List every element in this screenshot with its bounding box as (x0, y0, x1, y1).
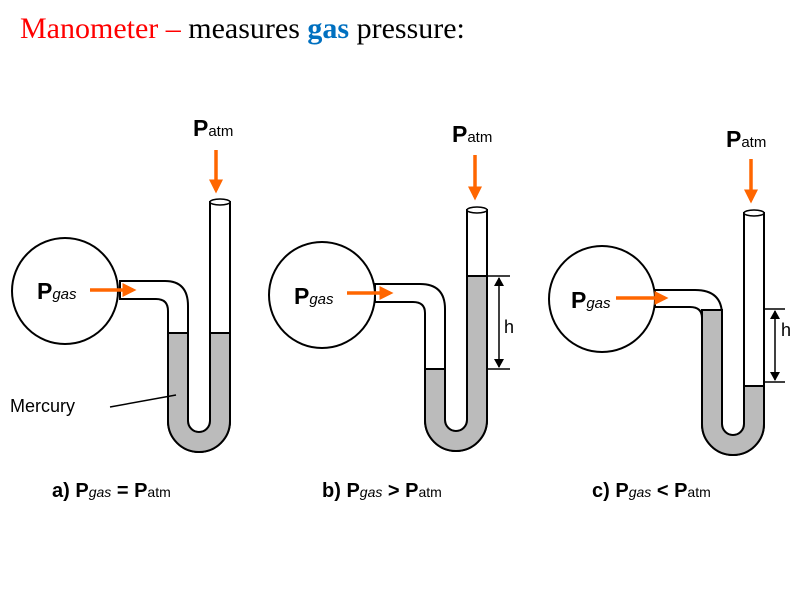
mercury-c (701, 309, 765, 456)
title-measures: measures (188, 12, 308, 45)
tube-c-opening (743, 209, 765, 217)
slide-title: Manometer – measures gas pressure: (20, 9, 465, 49)
height-label-c: h (781, 320, 791, 340)
patm-label-a: Patm (193, 115, 233, 141)
gas-bulb-b (268, 241, 376, 349)
title-pressure: pressure: (349, 12, 465, 45)
caption-a: a) Pgas = Patm (52, 480, 171, 502)
pgas-label-c: Pgas (571, 287, 611, 313)
panel-b: Patm Pgas h b) Pgas > Patm (268, 121, 514, 502)
tube-a-opening (209, 198, 231, 206)
title-gas: gas (307, 12, 350, 45)
pgas-label-b: Pgas (294, 283, 334, 309)
mercury-b (424, 275, 488, 452)
pgas-label-a: Pgas (37, 278, 77, 304)
panel-c: Patm Pgas h c) Pgas < Patm (548, 126, 791, 502)
mercury-label: Mercury (10, 396, 75, 416)
caption-b: b) Pgas > Patm (322, 480, 442, 502)
mercury-pointer-line (109, 394, 177, 408)
height-marker-b (488, 275, 510, 370)
title-dash: – (158, 12, 189, 45)
title-manometer: Manometer (20, 12, 159, 45)
patm-label-c: Patm (726, 126, 766, 152)
panel-a: Patm Pgas Mercury a) Pgas = Patm (10, 115, 233, 502)
tube-b-opening (466, 206, 488, 214)
height-label-b: h (504, 317, 514, 337)
height-marker-c (764, 308, 785, 383)
patm-label-b: Patm (452, 121, 492, 147)
caption-c: c) Pgas < Patm (592, 480, 711, 502)
mercury-a (167, 332, 231, 453)
